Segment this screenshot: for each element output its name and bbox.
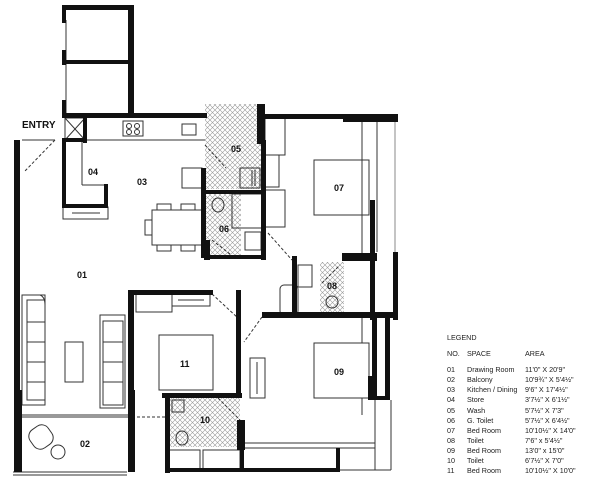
room-label-01: 01 xyxy=(77,270,87,280)
legend-header: NO. SPACE AREA xyxy=(447,349,600,359)
washer xyxy=(239,167,261,189)
room-label-05: 05 xyxy=(231,144,241,154)
legend-no: 08 xyxy=(447,435,455,445)
legend-row: 02 Balcony 10'9¾" X 5'4½" xyxy=(447,375,600,385)
legend-header-no: NO. xyxy=(447,349,460,359)
legend-no: 06 xyxy=(447,415,455,425)
legend-space: Toilet xyxy=(467,435,484,445)
legend-area: 5'7½" X 7'3" xyxy=(525,405,564,415)
thin-lines xyxy=(13,20,396,476)
legend-area: 10'9¾" X 5'4½" xyxy=(525,375,574,385)
legend-area: 5'7½" X 6'4½" xyxy=(525,415,570,425)
coffee-table xyxy=(64,341,84,383)
legend-no: 07 xyxy=(447,425,455,435)
legend-row: 03 Kitchen / Dining 9'6" X 17'4½" xyxy=(447,385,600,395)
legend-area: 6'7½" X 7'0" xyxy=(525,456,564,466)
dining-table xyxy=(151,209,203,246)
room-label-06: 06 xyxy=(219,224,229,234)
legend-header-area: AREA xyxy=(525,349,545,359)
legend-row: 11 Bed Room 10'10½" X 10'0" xyxy=(447,466,600,476)
stove-icon xyxy=(122,120,144,137)
bed-09 xyxy=(313,342,370,399)
wc-10 xyxy=(175,430,189,446)
lounge-chair xyxy=(28,424,54,450)
legend-row: 07 Bed Room 10'10½" X 14'0" xyxy=(447,426,600,436)
legend-no: 10 xyxy=(447,456,455,466)
legend-no: 01 xyxy=(447,365,455,375)
legend-space: Toilet xyxy=(467,456,484,466)
legend-row: 05 Wash 5'7½" X 7'3" xyxy=(447,406,600,416)
legend-area: 10'10½" X 10'0" xyxy=(525,466,576,476)
legend-area: 3'7½" X 6'1½" xyxy=(525,395,570,405)
legend-no: 02 xyxy=(447,375,455,385)
room-label-04: 04 xyxy=(88,167,98,177)
wardrobe-07 xyxy=(264,154,280,188)
sink-icon xyxy=(181,123,197,136)
room-label-10: 10 xyxy=(200,415,210,425)
room-label-02: 02 xyxy=(80,439,90,449)
legend-space: Kitchen / Dining xyxy=(467,385,518,395)
legend-title: LEGEND xyxy=(447,333,477,342)
legend-space: Wash xyxy=(467,405,486,415)
legend-space: Balcony xyxy=(467,375,493,385)
wc-icon xyxy=(211,197,225,213)
legend-row: 01 Drawing Room 11'0" X 20'9" xyxy=(447,365,600,375)
hatched-wet-areas xyxy=(168,104,344,447)
side-table xyxy=(50,444,66,460)
legend-no: 05 xyxy=(447,405,455,415)
room-label-11: 11 xyxy=(180,359,190,369)
legend-area: 7'6" x 5'4½" xyxy=(525,435,563,445)
legend-row: 10 Toilet 6'7½" X 7'0" xyxy=(447,456,600,466)
legend-no: 03 xyxy=(447,385,455,395)
legend: LEGEND NO. SPACE AREA 01 Drawing Room 11'0… xyxy=(447,333,600,476)
legend-area: 9'6" X 17'4½" xyxy=(525,385,568,395)
legend-area: 11'0" X 20'9" xyxy=(525,365,566,375)
legend-space: G. Toilet xyxy=(467,415,494,425)
fridge xyxy=(181,167,203,189)
sofa-right xyxy=(99,314,126,409)
legend-no: 04 xyxy=(447,395,455,405)
walls xyxy=(14,5,398,473)
basin-10 xyxy=(171,399,185,413)
legend-no: 11 xyxy=(447,466,455,476)
legend-row: 04 Store 3'7½" X 6'1½" xyxy=(447,395,600,405)
room-label-03: 03 xyxy=(137,177,147,187)
bed-07 xyxy=(313,159,370,216)
basin-icon xyxy=(244,231,262,251)
room-label-07: 07 xyxy=(334,183,344,193)
room-labels: 01 02 03 04 05 06 07 08 09 10 11 xyxy=(77,144,344,449)
legend-space: Bed Room xyxy=(467,425,501,435)
legend-space: Bed Room xyxy=(467,466,501,476)
legend-row: 06 G. Toilet 5'7½" X 6'4½" xyxy=(447,416,600,426)
legend-space: Bed Room xyxy=(467,445,501,455)
bed-11 xyxy=(158,334,214,391)
wc-08 xyxy=(325,295,339,309)
legend-no: 09 xyxy=(447,445,455,455)
legend-row: 08 Toilet 7'6" x 5'4½" xyxy=(447,436,600,446)
legend-header-space: SPACE xyxy=(467,349,491,359)
legend-area: 13'0" x 15'0" xyxy=(525,445,565,455)
legend-space: Drawing Room xyxy=(467,365,515,375)
entry-label: ENTRY xyxy=(22,120,56,131)
legend-space: Store xyxy=(467,395,485,405)
legend-area: 10'10½" X 14'0" xyxy=(525,425,576,435)
wardrobe-09 xyxy=(249,357,266,399)
legend-row: 09 Bed Room 13'0" x 15'0" xyxy=(447,446,600,456)
room-label-09: 09 xyxy=(334,367,344,377)
room-label-08: 08 xyxy=(327,281,337,291)
sofa-left xyxy=(21,294,46,406)
